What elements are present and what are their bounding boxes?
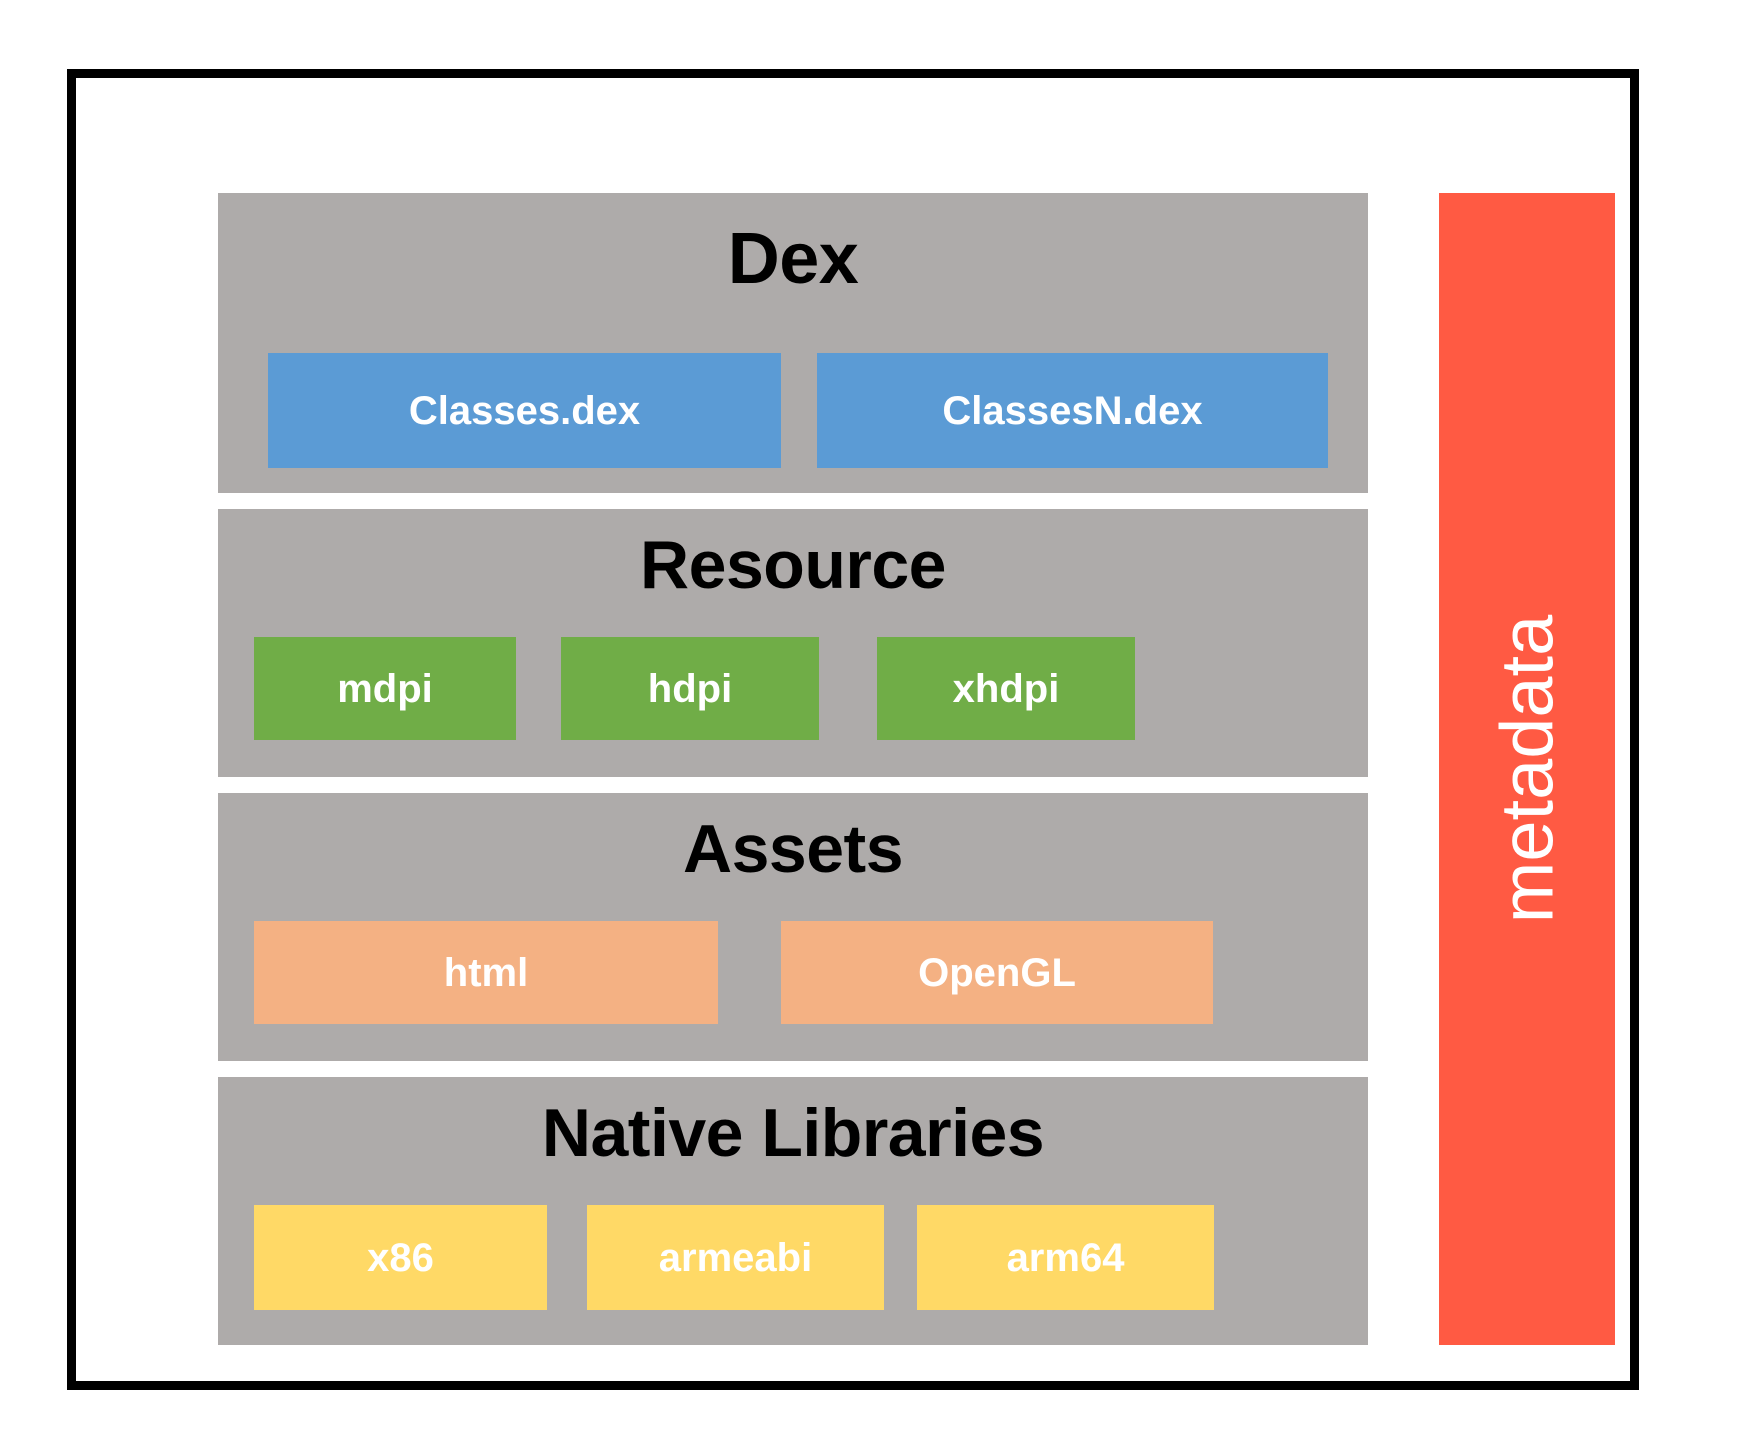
section-native-chip-row: x86 armeabi arm64: [218, 1205, 1368, 1310]
metadata-label: metadata: [1485, 614, 1569, 924]
section-resource-title: Resource: [640, 527, 946, 603]
chip-opengl[interactable]: OpenGL: [781, 921, 1213, 1024]
section-dex-title: Dex: [727, 219, 859, 299]
section-dex-chip-row: Classes.dex ClassesN.dex: [218, 353, 1368, 468]
chip-xhdpi[interactable]: xhdpi: [877, 637, 1135, 740]
section-native-libraries[interactable]: Native Libraries x86 armeabi arm64: [218, 1077, 1368, 1345]
section-dex[interactable]: Dex Classes.dex ClassesN.dex: [218, 193, 1368, 493]
section-assets-chip-row: html OpenGL: [218, 921, 1368, 1024]
chip-arm64[interactable]: arm64: [917, 1205, 1214, 1310]
chip-html[interactable]: html: [254, 921, 718, 1024]
apk-container-frame: Dex Classes.dex ClassesN.dex Resource md…: [67, 69, 1639, 1390]
chip-hdpi[interactable]: hdpi: [561, 637, 819, 740]
chip-armeabi[interactable]: armeabi: [587, 1205, 884, 1310]
chip-classes-dex[interactable]: Classes.dex: [268, 353, 781, 468]
chip-mdpi[interactable]: mdpi: [254, 637, 516, 740]
section-resource-chip-row: mdpi hdpi xhdpi: [218, 637, 1368, 740]
section-assets[interactable]: Assets html OpenGL: [218, 793, 1368, 1061]
section-native-libraries-title: Native Libraries: [541, 1095, 1045, 1171]
chip-classesn-dex[interactable]: ClassesN.dex: [817, 353, 1328, 468]
chip-x86[interactable]: x86: [254, 1205, 547, 1310]
section-assets-title: Assets: [682, 811, 904, 887]
metadata-bar[interactable]: metadata: [1439, 193, 1615, 1345]
section-resource[interactable]: Resource mdpi hdpi xhdpi: [218, 509, 1368, 777]
